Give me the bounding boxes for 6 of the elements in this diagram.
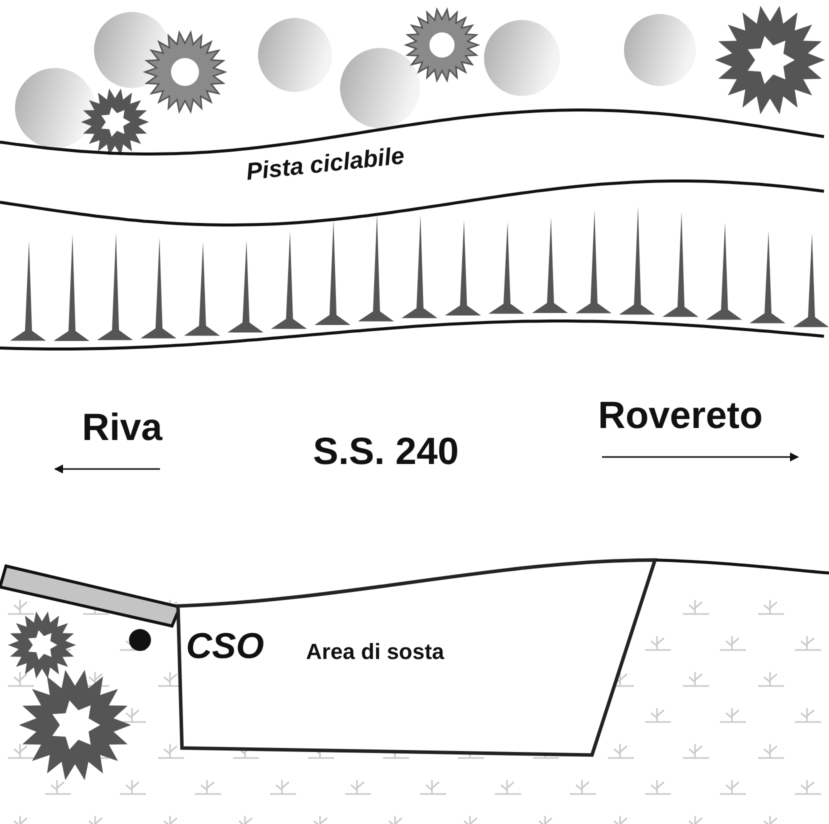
area-label: Area di sosta: [306, 640, 444, 664]
map-label: Pista ciclabile: [245, 143, 406, 186]
map-label: Riva: [82, 408, 162, 450]
area-label: CSO: [186, 626, 264, 666]
map-label: S.S. 240: [313, 432, 459, 474]
map-label: Rovereto: [598, 396, 763, 438]
